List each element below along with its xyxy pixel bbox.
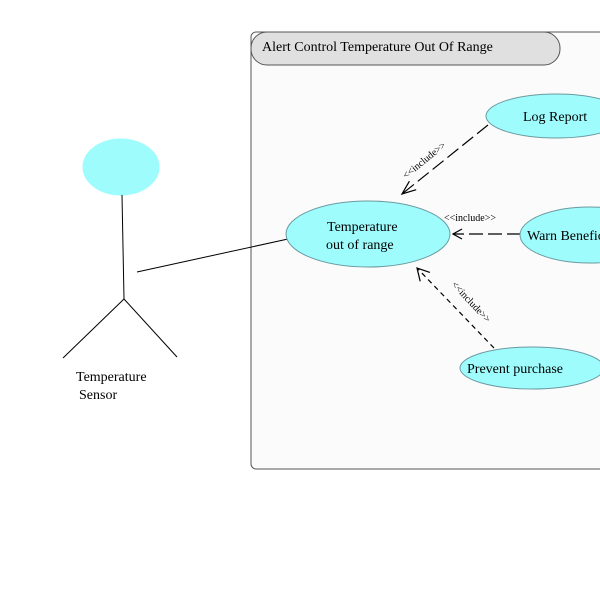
association-line[interactable] bbox=[136, 238, 289, 273]
actor-head bbox=[82, 138, 160, 196]
use-case-warn-label: Warn Benefic bbox=[527, 229, 600, 244]
use-case-warn-beneficiary[interactable]: Warn Benefic bbox=[519, 206, 600, 264]
system-title-tab[interactable] bbox=[250, 31, 561, 66]
include-label-warn: <<include>> bbox=[444, 213, 496, 224]
use-case-prevent-label: Prevent purchase bbox=[467, 362, 563, 377]
actor-left-leg bbox=[62, 298, 125, 359]
use-case-log-report-label: Log Report bbox=[523, 110, 587, 125]
include-arrow-prevent[interactable] bbox=[416, 267, 495, 349]
actor-name-line2: Sensor bbox=[79, 388, 117, 403]
actor-right-leg bbox=[123, 298, 178, 358]
use-case-label-line2: out of range bbox=[326, 238, 394, 253]
actor-body bbox=[121, 194, 125, 300]
system-title: Alert Control Temperature Out Of Range bbox=[262, 40, 493, 55]
use-case-prevent-purchase[interactable]: Prevent purchase bbox=[459, 346, 600, 390]
use-case-log-report[interactable]: Log Report bbox=[485, 93, 600, 139]
actor-name-line1: Temperature bbox=[76, 370, 147, 385]
use-case-temperature-out-of-range[interactable]: Temperature out of range bbox=[285, 200, 451, 268]
include-arrow-warn[interactable] bbox=[451, 228, 521, 240]
include-arrow-log-report[interactable] bbox=[400, 124, 489, 196]
actor-temperature-sensor[interactable] bbox=[62, 138, 178, 359]
use-case-label-line1: Temperature bbox=[327, 220, 398, 235]
